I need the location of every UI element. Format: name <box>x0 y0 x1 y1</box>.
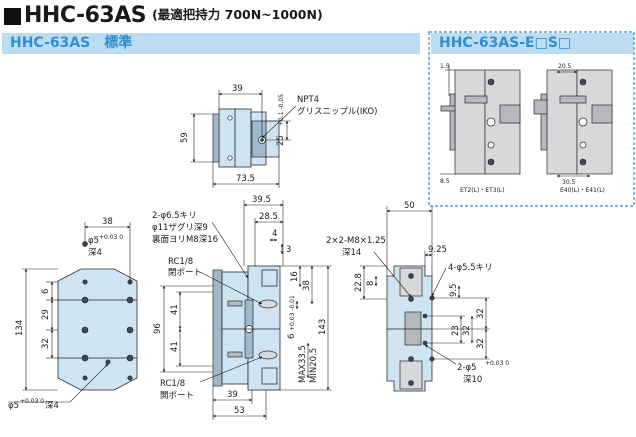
callout-port-bottom: 開ポート <box>160 391 194 401</box>
dim-left-phi5: φ5 <box>88 236 99 246</box>
dim-center-53: 53 <box>234 406 245 416</box>
dim-right-9-5: 9.5 <box>449 283 459 297</box>
dim-option-8-5: 8.5 <box>440 178 450 185</box>
callout-rc-bottom: RC1/8 <box>160 379 185 389</box>
dim-top-25: 25 <box>276 135 286 146</box>
top-view: 39 59 73.5 25 +0.1 -0.05 NPT4 グリスニップル(IK… <box>180 84 377 188</box>
model-title: HHC-63AS <box>24 3 147 28</box>
top-view-cap <box>212 113 220 163</box>
dim-center-min: MIN20.5 <box>309 348 319 383</box>
dim-center-6-tolerance: +0.03 -0.01 <box>289 295 296 331</box>
dim-left-bottom-phi5: φ5 <box>8 401 19 411</box>
option-e4-sensor <box>533 99 548 115</box>
right-view-jaw-top <box>399 267 423 297</box>
center-view-cylinder <box>221 271 249 385</box>
callout-drill: 4-φ5.5キリ <box>448 263 493 273</box>
dim-right-8: 8 <box>366 281 376 286</box>
option-panel-border <box>428 31 635 207</box>
callout-port-top: 閉ポート <box>168 268 202 278</box>
dim-center-16: 16 <box>290 271 300 282</box>
page-title: HHC-63AS (最適把持力 700N~1000N) <box>4 3 323 29</box>
right-view: 50 9.25 2×2-M8×1.25 深14 4-φ5.5キリ 22.8 8 … <box>326 201 509 392</box>
left-view: 38 φ5 +0.03 0 深4 134 6 29 32 φ5 +0.03 0 … <box>8 217 138 411</box>
dim-center-max: MAX33.5 <box>298 345 308 383</box>
label-option-et: ET2(L)・ET3(L) <box>460 187 505 194</box>
left-view-body <box>57 268 138 391</box>
dim-left-32: 32 <box>41 338 51 349</box>
option-et-sensor <box>440 105 456 112</box>
dim-right-22-8: 22.8 <box>354 273 364 292</box>
option-view-e4: 20.5 30.5 E40(L)・E41(L) <box>533 63 613 194</box>
option-et-cylinder <box>454 69 486 175</box>
label-option-e4: E40(L)・E41(L) <box>560 187 605 194</box>
dim-center-6: 6 <box>287 334 297 339</box>
dim-right-32b: 32 <box>476 338 486 349</box>
callout-holes-2: φ11ザグリ深9 <box>152 222 208 233</box>
option-e4-cylinder <box>546 69 578 175</box>
dim-center-96: 96 <box>153 323 163 334</box>
callout-grease-nipple: グリスニップル(IKO) <box>297 106 377 117</box>
section-band-standard: HHC-63AS 標準 <box>2 33 420 54</box>
model-subtitle: (最適把持力 700N~1000N) <box>152 7 323 22</box>
dim-right-32c: 32 <box>462 325 472 336</box>
dim-right-32a: 32 <box>476 308 486 319</box>
callout-rc-top: RC1/8 <box>168 257 193 267</box>
dim-top-25-tolerance: +0.1 -0.05 <box>278 94 285 126</box>
center-view-cap <box>212 269 223 387</box>
callout-m8: 2×2-M8×1.25 <box>326 236 386 246</box>
dim-center-28-5: 28.5 <box>259 212 278 222</box>
dim-center-38: 38 <box>302 280 312 291</box>
dim-left-phi5-tolerance: +0.03 0 <box>99 234 123 241</box>
callout-npt4: NPT4 <box>297 95 319 105</box>
dim-center-41b: 41 <box>170 341 180 352</box>
open-port-icon <box>258 350 278 360</box>
dim-left-6: 6 <box>41 289 51 294</box>
dim-center-39b: 39 <box>227 390 238 400</box>
m8-thread-icon <box>408 296 414 302</box>
dim-right-50: 50 <box>404 201 415 211</box>
dim-option-20-5: 20.5 <box>558 63 572 70</box>
dim-left-38: 38 <box>102 217 113 227</box>
callout-phi5: 2-φ5 <box>457 363 477 373</box>
dim-right-9-25: 9.25 <box>428 245 447 255</box>
callout-holes-1: 2-φ6.5キリ <box>152 211 197 221</box>
mount-hole-icon <box>81 296 89 304</box>
dim-left-29: 29 <box>41 309 51 320</box>
dim-right-23: 23 <box>451 325 461 336</box>
dim-left-bottom-depth: 深4 <box>45 401 59 411</box>
dim-left-bottom-phi5-tolerance: +0.03 0 <box>20 398 44 405</box>
center-view: 39.5 28.5 4 3 143 16 38 6 +0.03 -0.01 MA… <box>152 195 332 420</box>
dim-center-4: 4 <box>272 229 277 239</box>
dim-center-143: 143 <box>318 319 328 335</box>
callout-holes-3: 裏面ヨリM8深16 <box>152 234 218 245</box>
option-view-et: 1.5 8.5 ET2(L)・ET3(L) <box>440 63 521 194</box>
title-square-mark <box>4 8 21 25</box>
dim-top-73-5: 73.5 <box>236 174 255 184</box>
dim-option-1-5: 1.5 <box>440 63 450 70</box>
dim-top-39: 39 <box>232 84 243 94</box>
dim-center-41a: 41 <box>170 304 180 315</box>
dim-left-depth4: 深4 <box>88 248 102 258</box>
callout-depth10: 深10 <box>463 375 482 385</box>
dim-center-3: 3 <box>286 245 291 255</box>
callout-depth14: 深14 <box>342 248 361 258</box>
dim-center-39-5: 39.5 <box>252 195 271 205</box>
dim-top-59: 59 <box>180 132 190 143</box>
dim-option-30-5: 30.5 <box>562 179 576 186</box>
callout-phi5-tolerance: +0.03 0 <box>485 360 509 367</box>
section-band-option: HHC-63AS-E□S□ <box>431 33 634 54</box>
dim-left-134: 134 <box>15 320 25 336</box>
